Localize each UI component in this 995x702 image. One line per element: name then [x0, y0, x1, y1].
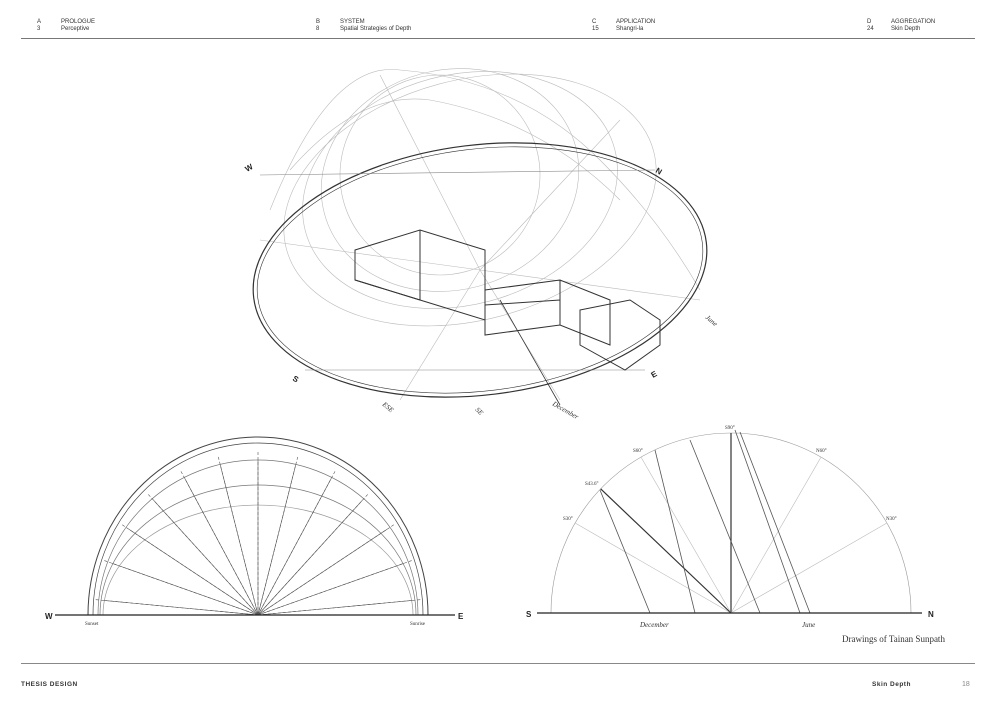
- section-title: PROLOGUE: [61, 19, 96, 25]
- sun-ray: [257, 454, 299, 616]
- footer-section: Skin Depth: [872, 681, 911, 688]
- section-subtitle: Spatial Strategies of Depth: [340, 26, 412, 32]
- section-sunpath-drawing: [537, 429, 922, 614]
- section-letter: A: [37, 19, 42, 25]
- footer-title: THESIS DESIGN: [21, 681, 78, 688]
- section-subtitle: Skin Depth: [891, 26, 921, 32]
- label-west-plan: W: [45, 612, 53, 621]
- label-ese: ESE: [380, 400, 396, 415]
- label-n30: N30°: [886, 517, 897, 522]
- section-letter: B: [316, 19, 321, 25]
- label-december-section: December: [639, 621, 669, 629]
- label-north-section: N: [928, 610, 934, 619]
- label-east: E: [650, 369, 660, 380]
- section-page: 8: [316, 26, 320, 32]
- altitude-line: [730, 456, 822, 614]
- label-december: December: [550, 399, 580, 421]
- shadow-line: [599, 489, 651, 614]
- label-june-section: June: [802, 621, 815, 629]
- label-south: S: [291, 374, 301, 385]
- label-sunrise: Sunrise: [410, 622, 426, 627]
- sun-ray: [93, 599, 259, 616]
- section-subtitle: Perceptive: [61, 26, 90, 32]
- sun-ray: [257, 469, 337, 616]
- altitude-line: [640, 456, 732, 614]
- label-june: June: [704, 313, 719, 328]
- section-title: AGGREGATION: [891, 19, 936, 25]
- label-east-plan: E: [458, 612, 464, 621]
- section-letter: D: [867, 19, 872, 25]
- footer-rule: [21, 663, 975, 664]
- sun-ray: [257, 492, 370, 616]
- header-rule: [21, 38, 975, 39]
- altitude-line: [730, 522, 888, 614]
- sun-ray: [217, 454, 259, 616]
- sun-ray: [102, 559, 259, 616]
- label-se: SE: [474, 406, 486, 418]
- section-letter: C: [592, 19, 597, 25]
- altitude-line: [574, 522, 732, 614]
- label-s60: S60°: [633, 449, 643, 454]
- section-page: 15: [592, 26, 599, 32]
- shadow-line: [654, 449, 696, 614]
- sun-ray: [257, 559, 414, 616]
- page-number: 18: [962, 681, 970, 688]
- section-title: APPLICATION: [616, 19, 656, 25]
- sun-ray: [257, 599, 423, 616]
- section-page: 3: [37, 26, 41, 32]
- figure-caption: Drawings of Tainan Sunpath: [842, 634, 945, 644]
- label-s43: S43.6°: [585, 482, 599, 487]
- section-page: 24: [867, 26, 874, 32]
- sun-ray: [120, 523, 259, 616]
- label-n60: N60°: [816, 449, 827, 454]
- sun-ray: [257, 523, 396, 616]
- axon-sunpath-drawing: [252, 68, 708, 406]
- sun-ray: [146, 492, 259, 616]
- shadow-line: [734, 429, 801, 614]
- section-subtitle: Shangri-la: [616, 26, 644, 32]
- label-s90: S90°: [725, 426, 735, 431]
- section-title: SYSTEM: [340, 19, 365, 25]
- sun-ray: [179, 469, 259, 616]
- plan-sunpath-drawing: [55, 436, 455, 616]
- altitude-line: [600, 488, 732, 614]
- label-west: W: [244, 162, 255, 174]
- shadow-line: [689, 439, 761, 614]
- label-sunset: Sunset: [85, 622, 99, 627]
- label-north: N: [654, 166, 664, 177]
- label-south-section: S: [526, 610, 532, 619]
- shadow-line: [739, 431, 811, 614]
- label-s30: S30°: [563, 517, 573, 522]
